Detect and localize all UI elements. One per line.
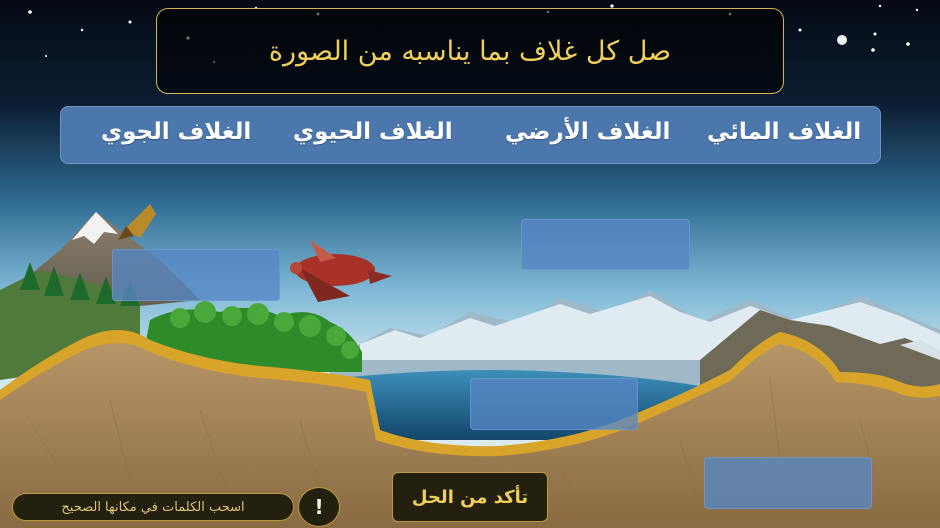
instruction-text: صل كل غلاف بما يناسبه من الصورة (268, 35, 672, 67)
word-lithosphere[interactable]: الغلاف الأرضي (505, 119, 671, 145)
word-hydrosphere[interactable]: الغلاف المائي (707, 119, 862, 145)
help-button[interactable]: ! (298, 487, 340, 527)
drop-zone-forest[interactable] (112, 249, 280, 301)
drop-zone-ground[interactable] (704, 457, 872, 509)
word-biosphere[interactable]: الغلاف الحيوي (293, 119, 453, 145)
small-bird (118, 204, 156, 240)
instruction-panel: صل كل غلاف بما يناسبه من الصورة (156, 8, 784, 94)
drop-zone-lake[interactable] (470, 378, 638, 430)
word-bank: الغلاف المائي الغلاف الأرضي الغلاف الحيو… (60, 106, 881, 164)
word-atmosphere[interactable]: الغلاف الجوي (101, 119, 252, 145)
check-solution-button[interactable]: تأكد من الحل (392, 472, 548, 522)
eagle-bird (290, 240, 392, 302)
hint-label: اسحب الكلمات في مكانها الصحيح (12, 493, 294, 521)
drop-zone-sky[interactable] (521, 219, 690, 270)
